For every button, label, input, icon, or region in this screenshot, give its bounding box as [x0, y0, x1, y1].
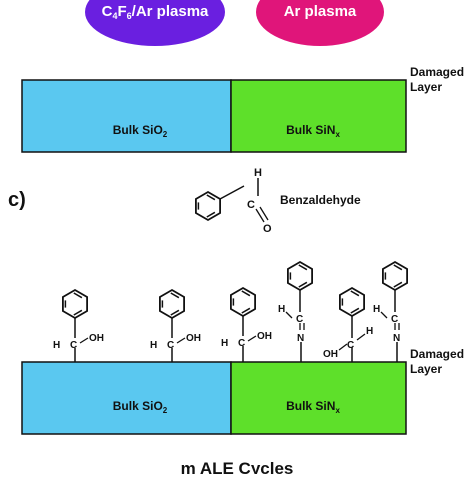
adsorbate-3-ring: [229, 287, 257, 317]
benzaldehyde-name: Benzaldehyde: [280, 193, 361, 207]
benzaldehyde-double-bond-b: [259, 206, 269, 221]
adsorbate-hydroxyl-2: H C OH: [150, 289, 201, 362]
bottom-sio2-block: [21, 361, 232, 435]
adsorbate-4-c-atom: C: [296, 314, 303, 325]
adsorbate-3-c-atom: C: [238, 338, 245, 349]
adsorbate-6-h-atom: H: [373, 304, 380, 315]
adsorbate-4-n-atom: N: [297, 333, 304, 344]
adsorbate-5-bond-h: [356, 333, 366, 341]
benzaldehyde-h-atom: H: [254, 167, 262, 179]
adsorbate-1-bond-oh: [79, 337, 89, 344]
bottom-sio2-label: Bulk SiO2: [113, 399, 168, 415]
adsorbate-5-c-atom: C: [347, 340, 354, 351]
bottom-sin-label: Bulk SiNx: [286, 399, 340, 415]
adsorbate-1-ring: [62, 289, 88, 319]
top-sin-label: Bulk SiNx: [286, 123, 340, 139]
top-sin-block: [230, 79, 407, 153]
adsorbate-6-n-atom: N: [393, 333, 400, 344]
top-sio2-label: Bulk SiO2: [113, 123, 168, 139]
bottom-substrate: Bulk SiO2 Bulk SiNx Damaged Layer: [21, 347, 464, 435]
adsorbate-5-oh: OH: [323, 349, 338, 360]
adsorbate-5-ring: [338, 287, 366, 317]
bottom-damaged-layer-line1: Damaged: [410, 347, 464, 361]
plasma-c4f6-ar: C4F6/Ar plasma: [85, 0, 225, 46]
adsorbate-6-c-atom: C: [391, 314, 398, 325]
bottom-sin-block: [230, 361, 407, 435]
adsorbate-hydroxyl-1: H C OH: [53, 289, 104, 362]
adsorbate-2-ring: [158, 289, 186, 319]
panel-c-letter: c): [8, 189, 26, 211]
adsorbate-4-bond-h: [285, 311, 293, 319]
adsorbate-6-ring: [381, 261, 409, 291]
plasma-c4f6-label: C4F6/Ar plasma: [102, 3, 209, 21]
benzaldehyde-ring: [194, 191, 222, 221]
benzaldehyde-bond-ring-c: [219, 185, 245, 200]
adsorbate-1-oh: OH: [89, 333, 104, 344]
top-sio2-block: [21, 79, 232, 153]
cycles-label: m ALE Cycles: [181, 459, 294, 474]
plasma-ar: Ar plasma: [256, 0, 384, 46]
adsorbate-4-ring: [286, 261, 314, 291]
adsorbate-2-bond-oh: [176, 337, 186, 344]
plasma-ar-label: Ar plasma: [284, 3, 357, 20]
adsorbate-3-h-atom: H: [221, 338, 228, 349]
top-damaged-layer-line1: Damaged: [410, 65, 464, 79]
adsorbate-2-h-atom: H: [150, 340, 157, 351]
plasma-ar-ellipse: [256, 0, 384, 46]
adsorbate-imine-1: H C N: [278, 261, 314, 362]
adsorbate-1-c-atom: C: [70, 340, 77, 351]
adsorbate-imine-2: H C N: [373, 261, 409, 362]
adsorbate-hydroxyl-4: OH C H: [323, 287, 373, 362]
adsorbate-1-h-atom: H: [53, 340, 60, 351]
adsorbate-2-oh: OH: [186, 333, 201, 344]
adsorbate-hydroxyl-3: H C OH: [221, 287, 272, 362]
bottom-damaged-layer-line2: Layer: [410, 362, 442, 376]
benzaldehyde-o-atom: O: [263, 223, 272, 235]
benzaldehyde-double-bond-a: [255, 208, 265, 223]
adsorbate-3-bond-oh: [247, 335, 257, 342]
benzaldehyde-c-atom: C: [247, 199, 255, 211]
top-substrate: Bulk SiO2 Bulk SiNx Damaged Layer: [21, 65, 464, 153]
benzaldehyde-structure: H C O: [194, 167, 272, 235]
adsorbate-5-h-atom: H: [366, 326, 373, 337]
adsorbate-3-oh: OH: [257, 331, 272, 342]
plasma-c4f6-ellipse: [85, 0, 225, 46]
adsorbate-5-bond-oh: [338, 343, 348, 351]
top-damaged-layer-line2: Layer: [410, 80, 442, 94]
adsorbate-6-bond-h: [380, 311, 388, 319]
adsorbate-4-h-atom: H: [278, 304, 285, 315]
adsorbate-2-c-atom: C: [167, 340, 174, 351]
